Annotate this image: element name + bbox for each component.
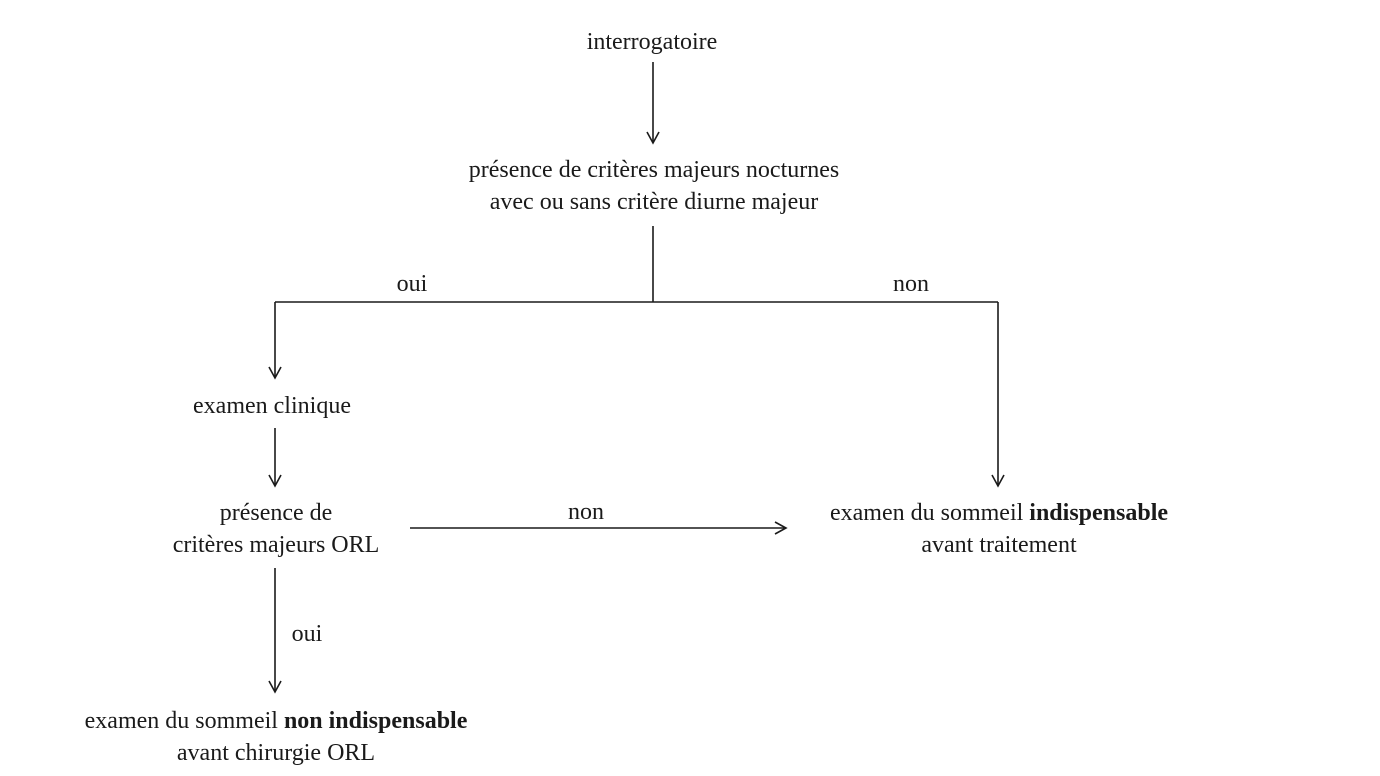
edge-label-non-orl: non bbox=[568, 499, 604, 525]
node-examen-clinique: examen clinique bbox=[193, 390, 351, 422]
node-sommeil-indispensable-plain: examen du sommeil bbox=[829, 500, 1030, 526]
node-sommeil-non-indispensable-line2: avant chirurgie ORL bbox=[176, 740, 376, 766]
node-criteres-nocturnes: présence de critères majeurs nocturnes a… bbox=[469, 154, 840, 218]
node-interrogatoire-text: interrogatoire bbox=[586, 29, 718, 55]
node-sommeil-non-indispensable: examen du sommeil non indispensable avan… bbox=[85, 705, 468, 769]
node-criteres-nocturnes-line1: présence de critères majeurs nocturnes bbox=[468, 157, 840, 183]
node-sommeil-indispensable-line1: examen du sommeil indispensable bbox=[830, 497, 1168, 529]
node-sommeil-non-indispensable-line1: examen du sommeil non indispensable bbox=[85, 705, 468, 737]
node-sommeil-indispensable-bold: indispensable bbox=[1029, 500, 1169, 526]
node-sommeil-indispensable-line2: avant traitement bbox=[921, 532, 1077, 558]
edge-label-oui-left: oui bbox=[396, 271, 428, 297]
node-sommeil-indispensable: examen du sommeil indispensable avant tr… bbox=[830, 497, 1168, 561]
node-examen-clinique-text: examen clinique bbox=[193, 393, 351, 419]
node-criteres-orl-line2: critères majeurs ORL bbox=[172, 532, 380, 558]
node-criteres-nocturnes-line2: avec ou sans critère diurne majeur bbox=[489, 189, 819, 215]
node-interrogatoire: interrogatoire bbox=[587, 26, 718, 58]
node-criteres-orl: présence de critères majeurs ORL bbox=[173, 497, 380, 561]
edge-label-non-right: non bbox=[893, 271, 929, 297]
edge-label-oui-orl: oui bbox=[291, 621, 323, 647]
node-criteres-orl-line1: présence de bbox=[219, 500, 333, 526]
node-sommeil-non-indispensable-plain: examen du sommeil bbox=[84, 708, 284, 734]
node-sommeil-non-indispensable-bold: non indispensable bbox=[283, 708, 468, 734]
